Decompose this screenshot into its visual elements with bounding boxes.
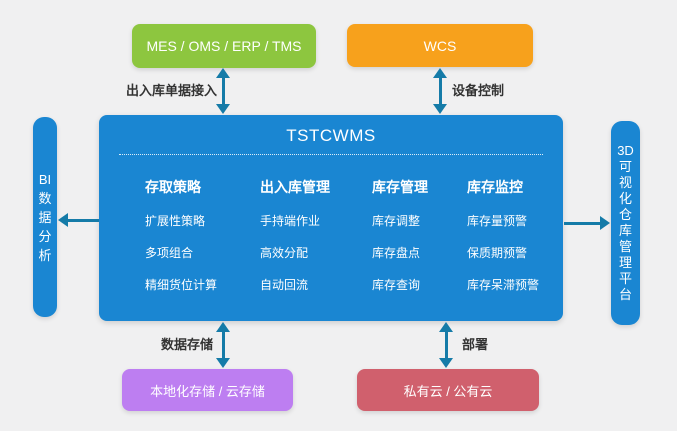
feature-item: 多项组合 [145, 246, 194, 260]
wms-title: TSTCWMS [286, 126, 376, 145]
arrow-stem [67, 218, 99, 222]
wms-panel: TSTCWMS 存取策略 扩展性策略 多项组合 精细货位计算 出入库管理 手持端… [99, 115, 563, 321]
column-inventory-monitoring: 库存监控 库存量预警 保质期预警 库存呆滞预警 [467, 177, 563, 293]
column-access-strategy: 存取策略 扩展性策略 多项组合 精细货位计算 [145, 177, 260, 293]
arrow-wms-to-cloud [439, 322, 453, 368]
mes-link-label: 出入库单据接入 [125, 83, 217, 98]
bi-analysis-label: BI 数 据 分 析 [38, 171, 52, 263]
arrow-stem [564, 221, 601, 225]
local-cloud-storage-box: 本地化存储 / 云存储 [122, 369, 293, 411]
arrow-head-up-icon [216, 322, 230, 332]
arrow-wms-to-bi [58, 213, 99, 227]
arrow-head-left-icon [58, 213, 68, 227]
arrow-head-down-icon [433, 104, 447, 114]
wcs-link-label: 设备控制 [452, 83, 505, 98]
mes-oms-erp-tms-box: MES / OMS / ERP / TMS [132, 24, 316, 68]
column-header: 库存管理 [372, 179, 428, 195]
arrow-head-up-icon [216, 68, 230, 78]
arrow-stem [221, 331, 225, 359]
column-header: 库存监控 [467, 179, 523, 195]
arrow-wcs-to-wms [433, 68, 447, 114]
private-public-cloud-label: 私有云 / 公有云 [403, 383, 493, 399]
arrow-head-down-icon [216, 358, 230, 368]
feature-item: 库存查询 [372, 278, 421, 292]
arrow-head-up-icon [439, 322, 453, 332]
feature-item: 库存调整 [372, 214, 421, 228]
column-inbound-outbound: 出入库管理 手持端作业 高效分配 自动回流 [260, 177, 372, 293]
feature-item: 扩展性策略 [145, 214, 206, 228]
feature-item: 保质期预警 [467, 246, 528, 260]
wms-divider [119, 154, 543, 155]
bi-analysis-panel: BI 数 据 分 析 [33, 117, 57, 317]
mes-oms-erp-tms-label: MES / OMS / ERP / TMS [146, 38, 302, 54]
wcs-label: WCS [423, 37, 457, 54]
arrow-head-up-icon [433, 68, 447, 78]
feature-item: 精细货位计算 [145, 278, 218, 292]
feature-item: 库存呆滞预警 [467, 278, 540, 292]
deploy-link-label: 部署 [462, 337, 489, 352]
arrow-wms-to-3d [564, 216, 610, 230]
arrow-head-down-icon [216, 104, 230, 114]
arrow-mes-to-wms [216, 68, 230, 114]
feature-item: 手持端作业 [260, 214, 321, 228]
arrow-head-down-icon [439, 358, 453, 368]
arrow-wms-to-storage [216, 322, 230, 368]
feature-item: 自动回流 [260, 278, 309, 292]
feature-item: 高效分配 [260, 246, 309, 260]
arrow-stem [444, 331, 448, 359]
storage-link-label: 数据存储 [160, 337, 213, 352]
arrow-head-right-icon [600, 216, 610, 230]
feature-item: 库存量预警 [467, 214, 528, 228]
arrow-stem [221, 77, 225, 105]
column-inventory-management: 库存管理 库存调整 库存盘点 库存查询 [372, 177, 467, 293]
column-header: 存取策略 [145, 179, 201, 195]
feature-item: 库存盘点 [372, 246, 421, 260]
private-public-cloud-box: 私有云 / 公有云 [357, 369, 539, 411]
arrow-stem [438, 77, 442, 105]
wcs-box: WCS [347, 24, 533, 67]
column-header: 出入库管理 [260, 179, 330, 195]
3d-visualization-label: 3D 可 视 化 仓 库 管 理 平 台 [617, 143, 634, 302]
local-cloud-storage-label: 本地化存储 / 云存储 [150, 383, 265, 399]
wms-feature-grid: 存取策略 扩展性策略 多项组合 精细货位计算 出入库管理 手持端作业 高效分配 … [99, 177, 563, 293]
3d-visualization-panel: 3D 可 视 化 仓 库 管 理 平 台 [611, 121, 640, 325]
